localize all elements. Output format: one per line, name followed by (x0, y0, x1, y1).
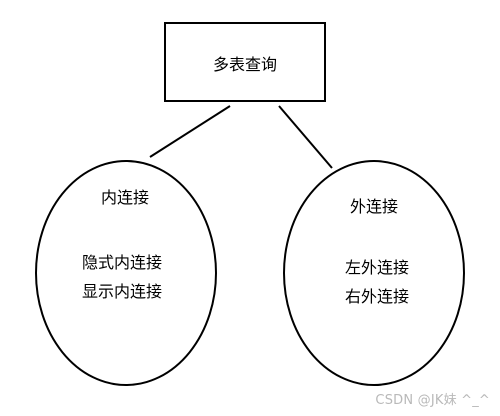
inner-join-item-explicit: 显示内连接 (82, 282, 162, 301)
inner-join-title: 内连接 (101, 188, 149, 207)
outer-join-title: 外连接 (350, 197, 398, 216)
connector-left (149, 105, 231, 158)
inner-join-item-implicit: 隐式内连接 (82, 253, 162, 272)
watermark-text: CSDN @JK妹 ^_^ (375, 393, 490, 408)
outer-join-node (283, 160, 465, 386)
outer-join-item-left: 左外连接 (345, 258, 409, 277)
connector-right (278, 105, 333, 169)
outer-join-item-right: 右外连接 (345, 287, 409, 306)
root-node-box (164, 22, 326, 102)
inner-join-node (35, 160, 217, 386)
root-node-label: 多表查询 (213, 55, 277, 74)
